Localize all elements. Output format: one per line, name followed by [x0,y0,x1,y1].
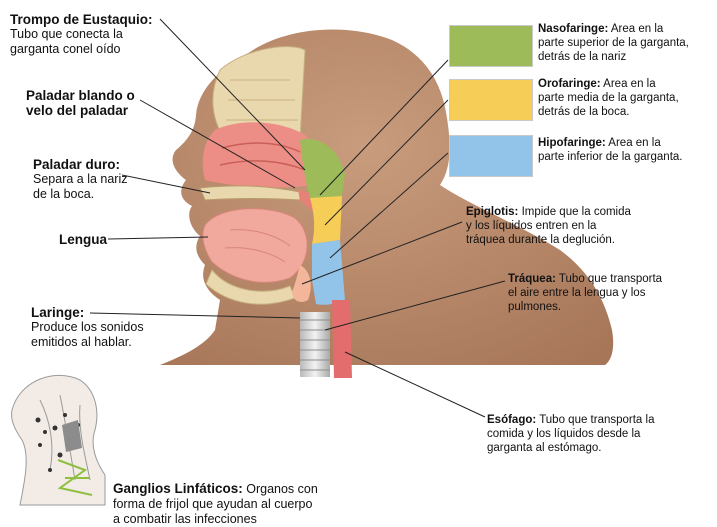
hipofaringe-swatch [449,135,533,177]
epiglotis-title: Epiglotis: [466,206,518,218]
ganglios-desc-3: a combatir las infecciones [113,512,318,527]
hipofaringe-desc-2: parte inferior de la garganta. [538,150,682,164]
traquea-desc-1: Tubo que transporta [556,273,662,285]
esofago-label: Esófago: Tubo que transporta la comida y… [487,413,654,455]
trompo-label: Trompo de Eustaquio: Tubo que conecta la… [10,12,153,57]
nasofaringe-desc-2: parte superior de la garganta, [538,36,689,50]
orofaringe-desc-3: detrás de la boca. [538,105,679,119]
paladar-blando-title-2: velo del paladar [26,103,135,118]
trompo-desc-2: garganta conel oído [10,42,153,57]
oropharynx-region [310,196,342,244]
ganglios-desc-2: forma de frijol que ayudan al cuerpo [113,497,318,512]
orofaringe-swatch [449,79,533,121]
laringe-desc-2: emitidos al hablar. [31,335,144,350]
esophagus-tube [332,300,352,378]
laringe-desc-1: Produce los sonidos [31,320,144,335]
epiglotis-label: Epiglotis: Impide que la comida y los lí… [466,205,631,247]
laringe-label: Laringe: Produce los sonidos emitidos al… [31,305,144,350]
ganglios-title: Ganglios Linfáticos: [113,481,243,496]
traquea-desc-3: pulmones. [508,300,662,314]
esofago-desc-1: Tubo que transporta la [536,414,654,426]
orofaringe-desc-2: parte media de la garganta, [538,91,679,105]
trompo-title: Trompo de Eustaquio: [10,12,153,27]
lengua-title: Lengua [59,232,107,247]
lymph-nodes-neck-illustration [12,375,105,505]
epiglotis-desc-1: Impide que la comida [518,206,631,218]
traquea-desc-2: el aire entre la lengua y los [508,286,662,300]
paladar-duro-desc-2: de la boca. [33,187,128,202]
lengua-label: Lengua [59,232,107,247]
hipofaringe-desc-1: Area en la [606,137,661,149]
trachea-tube [300,312,330,377]
paladar-duro-label: Paladar duro: Separa a la nariz de la bo… [33,157,128,202]
paladar-blando-title-1: Paladar blando o [26,88,135,103]
orofaringe-desc-1: Area en la [601,78,656,90]
ganglios-desc-1: Organos con [243,482,318,496]
hipofaringe-title: Hipofaringe: [538,137,606,149]
esofago-desc-3: garganta al estómago. [487,441,654,455]
ganglios-label: Ganglios Linfáticos: Organos con forma d… [113,481,318,527]
traquea-title: Tráquea: [508,273,556,285]
hipofaringe-label: Hipofaringe: Area en la parte inferior d… [538,136,682,164]
nasofaringe-desc-3: detrás de la nariz [538,50,689,64]
nasofaringe-label: Nasofaringe: Area en la parte superior d… [538,22,689,64]
trompo-desc-1: Tubo que conecta la [10,27,153,42]
esofago-title: Esófago: [487,414,536,426]
orofaringe-label: Orofaringe: Area en la parte media de la… [538,77,679,119]
paladar-blando-label: Paladar blando o velo del paladar [26,88,135,118]
epiglotis-desc-3: tráquea durante la deglución. [466,233,631,247]
orofaringe-title: Orofaringe: [538,78,601,90]
laringe-title: Laringe: [31,305,144,320]
epiglotis-desc-2: y los líquidos entren en la [466,219,631,233]
paladar-duro-desc-1: Separa a la nariz [33,172,128,187]
traquea-label: Tráquea: Tubo que transporta el aire ent… [508,272,662,314]
nasofaringe-desc-1: Area en la [608,23,663,35]
nasofaringe-title: Nasofaringe: [538,23,608,35]
esofago-desc-2: comida y los líquidos desde la [487,427,654,441]
paladar-duro-title: Paladar duro: [33,157,128,172]
nasofaringe-swatch [449,25,533,67]
